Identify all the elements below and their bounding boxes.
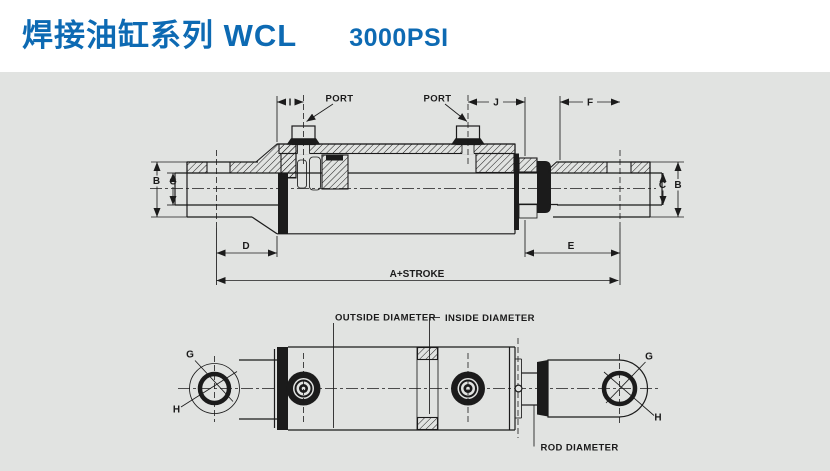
cylinder-technical-drawing: I J F PORT PORT B C [0, 72, 830, 471]
port-boss-right [451, 95, 485, 166]
plan-left-eye: G H [173, 347, 288, 430]
grease-fitting [514, 384, 523, 393]
page-header: 焊接油缸系列 WCL 3000PSI [0, 0, 830, 72]
plan-right-eye: G H [601, 352, 662, 424]
drawing-area: I J F PORT PORT B C [0, 72, 830, 471]
plan-port-left [286, 353, 321, 424]
dim-label-b-left: B [153, 176, 160, 187]
top-dimensions: I J F PORT PORT [276, 94, 620, 160]
piston-seal [326, 155, 343, 161]
inside-diameter-label: INSIDE DIAMETER [445, 313, 535, 324]
page-title: 焊接油缸系列 WCL [22, 18, 298, 53]
rod-clevis-body [547, 359, 649, 418]
port-label-right: PORT [424, 94, 452, 105]
bottom-dimensions: D E A+STROKE [216, 220, 620, 284]
gland-wiper-nose [537, 161, 551, 213]
drawing-background [0, 72, 830, 471]
port-leader-right [444, 103, 468, 122]
left-bc-dimensions: B C [151, 161, 187, 218]
dim-label-g-right: G [645, 352, 653, 363]
dim-label-c-right: C [659, 180, 666, 191]
dim-label-h-left: H [173, 405, 180, 416]
diameter-callouts: OUTSIDE DIAMETER INSIDE DIAMETER [333, 313, 535, 428]
port-boss-left [286, 95, 321, 166]
dim-label-g-left: G [186, 350, 194, 361]
dim-label-f: F [587, 98, 593, 109]
rod-gland [475, 152, 551, 230]
dim-label-d: D [242, 241, 249, 252]
right-bc-dimensions: C B [650, 161, 684, 218]
dim-label-b-right: B [674, 180, 681, 191]
plan-rod-end: ROD DIAMETER [514, 338, 649, 454]
side-section-view: I J F PORT PORT B C [150, 94, 684, 285]
dim-label-c-left: C [169, 177, 176, 188]
barrel-wall-hatch [278, 143, 516, 155]
outside-diameter-label: OUTSIDE DIAMETER [335, 313, 436, 324]
plan-port-right [451, 353, 485, 424]
section-break-band [416, 346, 439, 431]
port-label-left: PORT [326, 94, 354, 105]
rod-wiper [537, 360, 548, 417]
dim-label-h-right: H [654, 413, 661, 424]
piston-assembly [280, 152, 349, 191]
port-leader-left [306, 103, 334, 122]
dim-label-i: I [289, 98, 292, 109]
pressure-rating: 3000PSI [349, 24, 449, 52]
plan-view: G H [173, 313, 662, 454]
dim-label-e: E [568, 241, 575, 252]
rod-diameter-label: ROD DIAMETER [541, 443, 619, 454]
dim-label-a-stroke: A+STROKE [390, 269, 445, 280]
cap-end-weld [278, 173, 288, 234]
dim-label-j: J [493, 98, 499, 109]
